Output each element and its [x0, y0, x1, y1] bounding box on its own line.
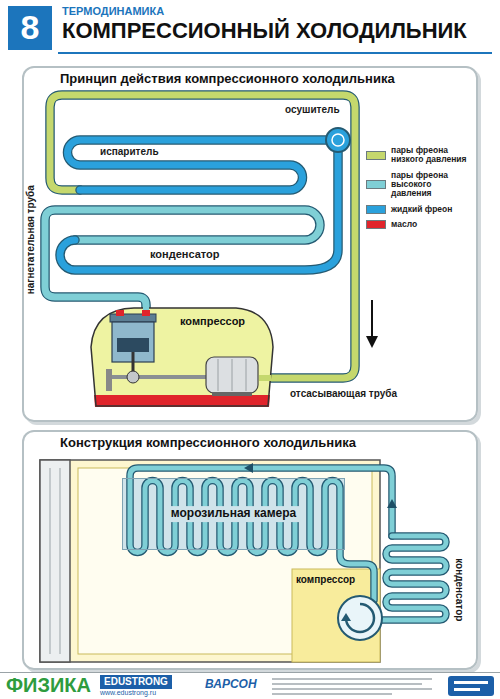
- freezer-compartment: морозильная камера: [122, 478, 345, 550]
- legend-row: масло: [366, 220, 473, 229]
- part-label: ФИЗИКА: [6, 674, 91, 697]
- part-label: нагнетательная труба: [24, 185, 36, 294]
- legend-text: пары фреона низкого давления: [391, 146, 473, 165]
- legend-row: пары фреона высокого давления: [366, 171, 473, 199]
- housing-fill: [91, 308, 273, 406]
- compressor-circle: [338, 596, 382, 640]
- freezer-evaporator-tube: [130, 468, 392, 600]
- part-label: EDUSTRONG: [100, 675, 172, 689]
- legend-swatch: [366, 205, 386, 214]
- part-label: конденсатор: [453, 558, 465, 621]
- footer-bar: [0, 673, 500, 697]
- legend-swatch: [366, 180, 386, 189]
- housing-outline: [91, 308, 273, 406]
- part-label: испаритель: [100, 146, 159, 158]
- discharge-tube-outline: [45, 210, 320, 312]
- legend-swatch: [366, 151, 386, 160]
- condenser-coil-outline: [382, 536, 446, 620]
- legend: пары фреона низкого давления пары фреона …: [366, 146, 473, 229]
- compressor-mechanism: [106, 307, 271, 396]
- part-label: отсасывающая труба: [290, 388, 397, 400]
- compressor-housing: компрессор: [88, 305, 276, 412]
- part-label: конденсатор: [150, 248, 220, 261]
- discharge-tube: [45, 210, 320, 312]
- legend-row: жидкий фреон: [366, 205, 473, 214]
- compressor: компрессор: [296, 574, 386, 644]
- panel-ground: [22, 430, 478, 670]
- panel-heading: Конструкция компрессионного холодильника: [60, 436, 356, 451]
- part-label: www.edustrong.ru: [100, 689, 156, 697]
- dryer: [326, 128, 350, 152]
- panel-heading: Принцип действия компрессионного холодил…: [60, 72, 395, 87]
- panel-ground: [22, 66, 478, 422]
- node-label: компрессор: [180, 315, 245, 328]
- dryer-ring: [332, 134, 344, 146]
- header-rule: [58, 52, 492, 54]
- legend-row: пары фреона низкого давления: [366, 146, 473, 165]
- legend-text: жидкий фреон: [391, 205, 473, 214]
- legend-swatch: [366, 220, 386, 229]
- number-badge: 8: [8, 6, 52, 50]
- legend-text: пары фреона высокого давления: [391, 171, 473, 199]
- part-label: ВАРСОН: [205, 678, 257, 692]
- part-label: ТЕРМОДИНАМИКА: [62, 5, 164, 18]
- refrigerator-body: [40, 460, 380, 662]
- node-label: морозильная камера: [167, 506, 300, 522]
- evaporator-tube-outline: [67, 140, 326, 190]
- node-label: компрессор: [296, 574, 355, 586]
- panel: Принцип действия компрессионного холодил…: [22, 66, 478, 422]
- legend-text: масло: [391, 220, 473, 229]
- poster-title: КОМПРЕССИОННЫЙ ХОЛОДИЛЬНИК: [62, 18, 467, 43]
- oil-layer: [94, 395, 270, 407]
- rotation-arrow: [346, 604, 374, 632]
- panel: Конструкция компрессионного холодильника…: [22, 430, 478, 670]
- part-label: осушитель: [285, 104, 340, 116]
- condenser-coil: [382, 536, 446, 620]
- freezer-evaporator-tube-outline: [130, 468, 392, 600]
- node-label: 8: [21, 8, 40, 47]
- evaporator-tube: [67, 140, 326, 190]
- rotation-arrowhead: [341, 613, 351, 621]
- refrigerant-tubes: [45, 95, 446, 620]
